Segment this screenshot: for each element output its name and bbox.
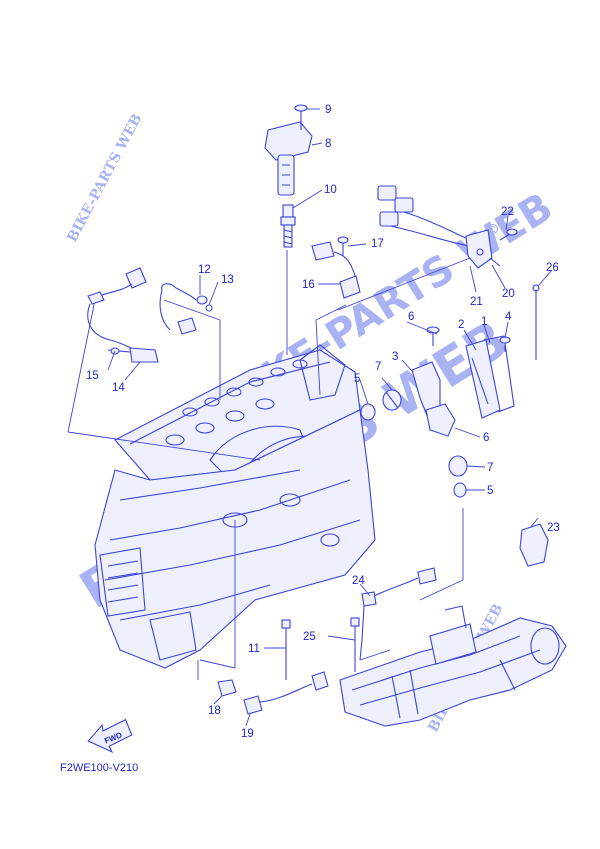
collar-5 bbox=[360, 403, 376, 421]
o2-sensor-harness bbox=[87, 267, 147, 353]
block-ribs bbox=[99, 493, 340, 661]
callout-5a: 5 bbox=[354, 373, 360, 385]
callout-13: 13 bbox=[221, 274, 234, 286]
sensor-18 bbox=[217, 679, 237, 697]
leader-lines bbox=[107, 108, 553, 727]
callout-11: 11 bbox=[248, 643, 260, 655]
forward-arrow-icon: FWD bbox=[87, 718, 133, 754]
watermark-left: BIKE-PARTS WEB bbox=[64, 111, 145, 245]
callout-21: 21 bbox=[470, 296, 483, 308]
sensor-cover-2 bbox=[465, 339, 501, 419]
knock-sensor bbox=[107, 347, 159, 363]
callout-8: 8 bbox=[325, 138, 331, 150]
callout-5b: 5 bbox=[487, 485, 493, 497]
sensor-lead-24 bbox=[359, 567, 437, 661]
bracket-3 bbox=[411, 361, 456, 437]
sensor-23 bbox=[519, 523, 549, 567]
callout-3: 3 bbox=[392, 351, 398, 363]
callout-24: 24 bbox=[352, 575, 365, 587]
cable-tie-11 bbox=[281, 619, 291, 680]
bolt-17 bbox=[337, 236, 349, 256]
copyright-symbol: © bbox=[486, 222, 500, 238]
callout-26: 26 bbox=[546, 262, 559, 274]
bolt-22 bbox=[499, 228, 518, 241]
callout-labels: 9 8 10 12 13 15 14 17 16 6 3 7 5 6 7 5 2… bbox=[86, 104, 560, 740]
callout-23: 23 bbox=[547, 522, 560, 534]
callout-19: 19 bbox=[241, 728, 254, 740]
callout-22: 22 bbox=[501, 206, 514, 218]
callout-17: 17 bbox=[371, 238, 384, 250]
callout-6a: 6 bbox=[408, 311, 414, 323]
collar-5b bbox=[453, 482, 467, 498]
clamp-26 bbox=[532, 284, 540, 360]
callout-10: 10 bbox=[324, 184, 337, 196]
callout-20: 20 bbox=[502, 288, 515, 300]
grommet-7 bbox=[382, 389, 402, 411]
grommet-7b bbox=[448, 455, 468, 477]
sensor-harness-19 bbox=[243, 671, 329, 715]
callout-18: 18 bbox=[208, 705, 221, 717]
callout-4: 4 bbox=[505, 311, 512, 323]
callout-12: 12 bbox=[198, 264, 211, 276]
temp-sensor-harness bbox=[159, 283, 213, 335]
callout-7a: 7 bbox=[375, 361, 381, 373]
wire-harness bbox=[377, 185, 501, 269]
ignition-coil bbox=[264, 121, 313, 196]
callout-16: 16 bbox=[302, 279, 315, 291]
callout-7b: 7 bbox=[487, 462, 493, 474]
callout-9: 9 bbox=[325, 104, 331, 116]
callout-14: 14 bbox=[112, 382, 125, 394]
coil-bolt bbox=[294, 104, 308, 130]
diagram-code: F2WE100-V210 bbox=[60, 762, 138, 774]
head-bolts bbox=[165, 359, 308, 446]
callout-25: 25 bbox=[303, 631, 316, 643]
sensor-16 bbox=[311, 241, 361, 299]
spark-plug bbox=[280, 204, 296, 248]
callout-15: 15 bbox=[86, 370, 99, 382]
reference-lines bbox=[67, 250, 471, 680]
cable-tie-25 bbox=[350, 617, 360, 672]
callout-1: 1 bbox=[481, 316, 487, 328]
intake-manifold bbox=[339, 605, 567, 727]
sensor-1 bbox=[483, 335, 515, 413]
callout-6b: 6 bbox=[483, 432, 489, 444]
callout-2: 2 bbox=[458, 319, 464, 331]
